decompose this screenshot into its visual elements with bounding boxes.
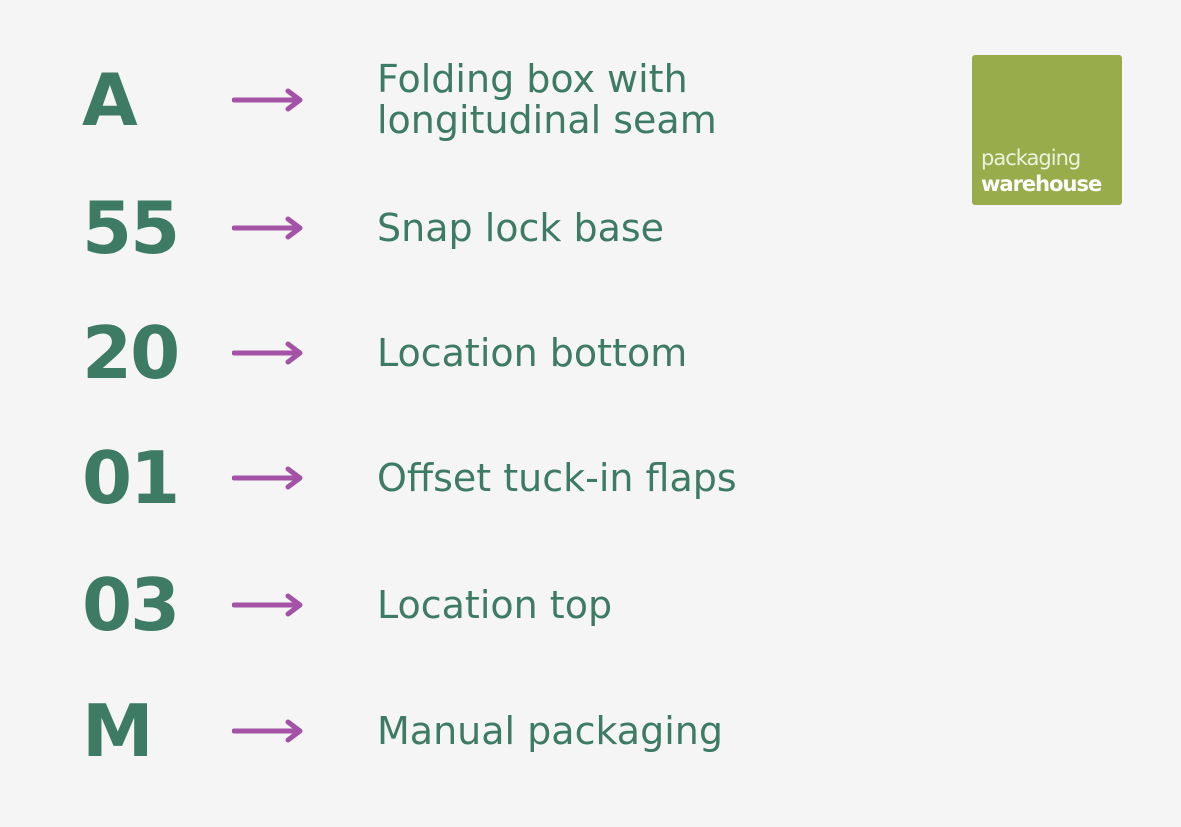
- arrow-right-icon: [232, 341, 303, 365]
- code-description: Snap lock base: [377, 205, 665, 250]
- arrow-right-icon: [232, 593, 303, 617]
- code-letter: M: [82, 689, 154, 773]
- arrow-right-icon: [232, 466, 303, 490]
- code-description: Location bottom: [377, 330, 688, 375]
- legend-row: M Manual packaging: [0, 691, 900, 771]
- code-description: Manual packaging: [377, 708, 723, 753]
- logo-text-packaging: packaging: [981, 146, 1081, 170]
- code-letter: 01: [82, 436, 180, 520]
- code-letter: 20: [82, 311, 180, 395]
- legend-row: A Folding box with longitudinal seam: [0, 57, 900, 142]
- code-description: Offset tuck-in flaps: [377, 455, 737, 500]
- arrow-right-icon: [232, 216, 303, 240]
- legend-row: 03 Location top: [0, 565, 900, 645]
- code-letter: 03: [82, 563, 180, 647]
- arrow-right-icon: [232, 719, 303, 743]
- code-letter: 55: [82, 186, 180, 270]
- legend-row: 55 Snap lock base: [0, 188, 900, 268]
- code-description: Folding box with longitudinal seam: [377, 57, 717, 142]
- code-letter: A: [82, 58, 138, 142]
- legend-row: 01 Offset tuck-in flaps: [0, 438, 900, 518]
- code-description: Location top: [377, 582, 613, 627]
- arrow-right-icon: [232, 88, 303, 112]
- logo-text-warehouse: warehouse: [981, 172, 1102, 196]
- packaging-warehouse-logo: packaging warehouse: [972, 55, 1122, 205]
- legend-row: 20 Location bottom: [0, 313, 900, 393]
